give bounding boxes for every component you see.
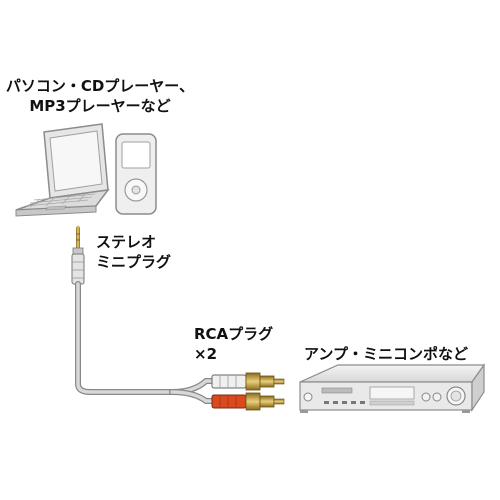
source-devices-label-line1: パソコン・CDプレーヤー、 [5, 77, 195, 95]
stereo-mini-plug-icon [71, 225, 85, 285]
rca-plug-label-line2: ×2 [194, 345, 218, 363]
source-devices-label: パソコン・CDプレーヤー、 MP3プレーヤーなど [0, 76, 200, 116]
audio-cable [75, 281, 217, 404]
rca-plug-label-line1: RCAプラグ [194, 325, 274, 343]
laptop-icon [15, 123, 110, 217]
mp3-player-icon [115, 133, 157, 215]
rca-plug-red-icon [211, 392, 285, 411]
amplifier-label: アンプ・ミニコンポなど [304, 345, 468, 363]
rca-plug-label: RCAプラグ ×2 [194, 324, 273, 364]
stereo-mini-plug-label-line2: ミニプラグ [96, 253, 172, 271]
source-devices-label-line2: MP3プレーヤーなど [29, 97, 171, 115]
stereo-mini-plug-label: ステレオ ミニプラグ [96, 232, 171, 272]
stereo-mini-plug-label-line1: ステレオ [96, 233, 157, 251]
rca-plug-white-icon [211, 372, 285, 391]
amplifier-icon [299, 363, 486, 413]
